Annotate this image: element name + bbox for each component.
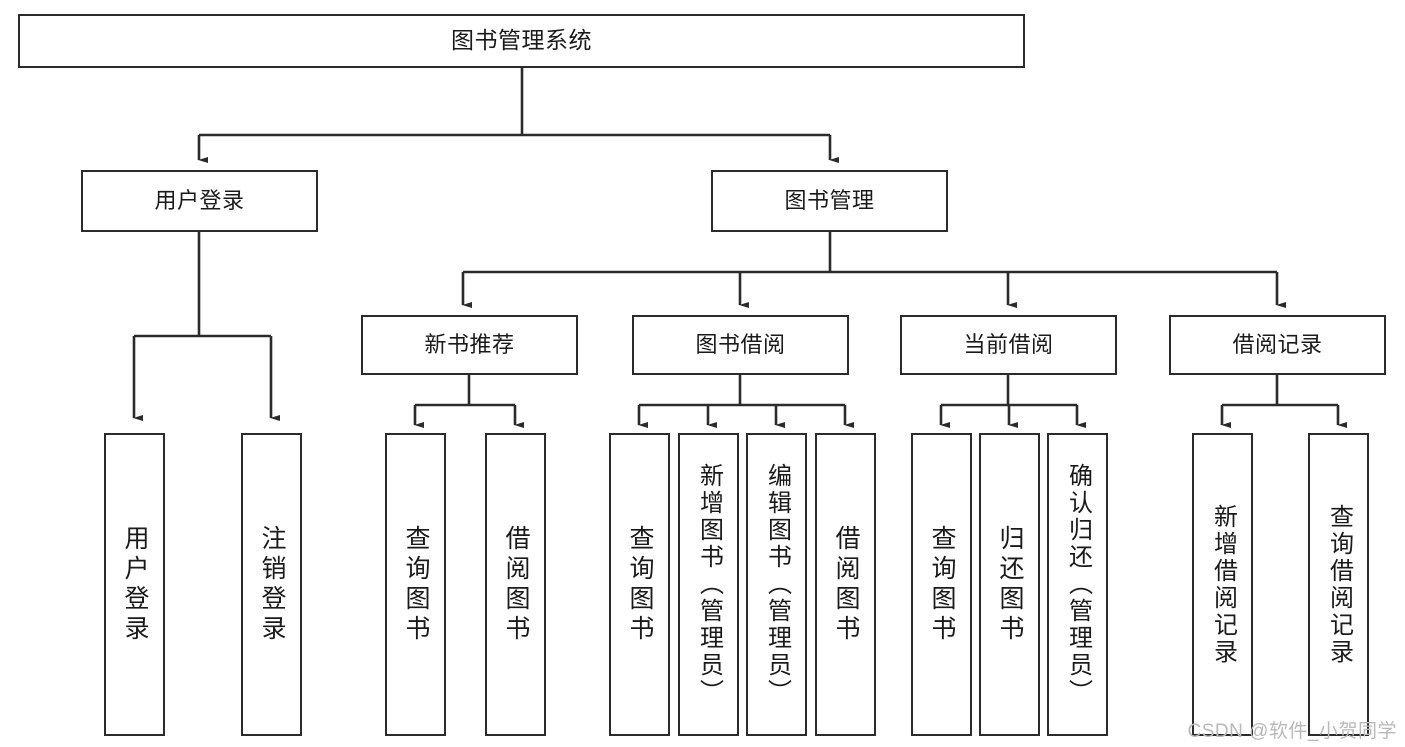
node-user-login-label: 用户登录 bbox=[154, 187, 245, 213]
node-leaf-user-login-label: 用户登录 bbox=[121, 524, 149, 645]
node-leaf-confirm-return[interactable]: 确认归还（管理员） bbox=[1047, 433, 1108, 736]
node-current-borrow[interactable]: 当前借阅 bbox=[900, 315, 1117, 375]
node-root-label: 图书管理系统 bbox=[451, 27, 592, 54]
node-leaf-borrow-book-1[interactable]: 借阅图书 bbox=[485, 433, 546, 736]
node-borrow-record[interactable]: 借阅记录 bbox=[1169, 315, 1386, 375]
node-new-book-rec-label: 新书推荐 bbox=[424, 331, 515, 357]
node-new-book-rec[interactable]: 新书推荐 bbox=[361, 315, 578, 375]
csdn-watermark: CSDN @软件_小贺同学 bbox=[1187, 721, 1397, 742]
node-leaf-edit-book[interactable]: 编辑图书（管理员） bbox=[746, 433, 807, 736]
node-leaf-query-book-2[interactable]: 查询图书 bbox=[609, 433, 670, 736]
node-leaf-borrow-book-2[interactable]: 借阅图书 bbox=[815, 433, 876, 736]
node-user-login[interactable]: 用户登录 bbox=[81, 170, 318, 232]
node-leaf-borrow-book-1-label: 借阅图书 bbox=[502, 524, 530, 645]
node-leaf-query-book-2-label: 查询图书 bbox=[626, 524, 654, 645]
node-leaf-add-book[interactable]: 新增图书（管理员） bbox=[678, 433, 739, 736]
node-leaf-query-record-label: 查询借阅记录 bbox=[1325, 503, 1353, 666]
node-leaf-borrow-book-2-label: 借阅图书 bbox=[832, 524, 860, 645]
node-leaf-logout-label: 注销登录 bbox=[258, 524, 286, 645]
node-leaf-logout[interactable]: 注销登录 bbox=[241, 433, 302, 736]
node-leaf-query-record[interactable]: 查询借阅记录 bbox=[1308, 433, 1369, 736]
node-leaf-edit-book-label: 编辑图书（管理员） bbox=[763, 463, 791, 706]
node-leaf-add-book-label: 新增图书（管理员） bbox=[695, 463, 723, 706]
node-leaf-query-book-3-label: 查询图书 bbox=[928, 524, 956, 645]
node-book-manage-label: 图书管理 bbox=[784, 187, 875, 213]
node-book-manage[interactable]: 图书管理 bbox=[711, 170, 948, 232]
node-leaf-return-book[interactable]: 归还图书 bbox=[979, 433, 1040, 736]
node-leaf-query-book-1-label: 查询图书 bbox=[402, 524, 430, 645]
node-leaf-return-book-label: 归还图书 bbox=[996, 524, 1024, 645]
node-leaf-query-book-1[interactable]: 查询图书 bbox=[385, 433, 446, 736]
node-leaf-add-record-label: 新增借阅记录 bbox=[1209, 503, 1237, 666]
node-root[interactable]: 图书管理系统 bbox=[18, 14, 1025, 68]
node-book-borrow[interactable]: 图书借阅 bbox=[632, 315, 849, 375]
node-leaf-confirm-return-label: 确认归还（管理员） bbox=[1064, 463, 1092, 706]
node-leaf-query-book-3[interactable]: 查询图书 bbox=[911, 433, 972, 736]
node-book-borrow-label: 图书借阅 bbox=[695, 331, 786, 357]
node-leaf-user-login[interactable]: 用户登录 bbox=[104, 433, 165, 736]
node-leaf-add-record[interactable]: 新增借阅记录 bbox=[1192, 433, 1253, 736]
node-borrow-record-label: 借阅记录 bbox=[1232, 331, 1323, 357]
node-current-borrow-label: 当前借阅 bbox=[963, 331, 1054, 357]
